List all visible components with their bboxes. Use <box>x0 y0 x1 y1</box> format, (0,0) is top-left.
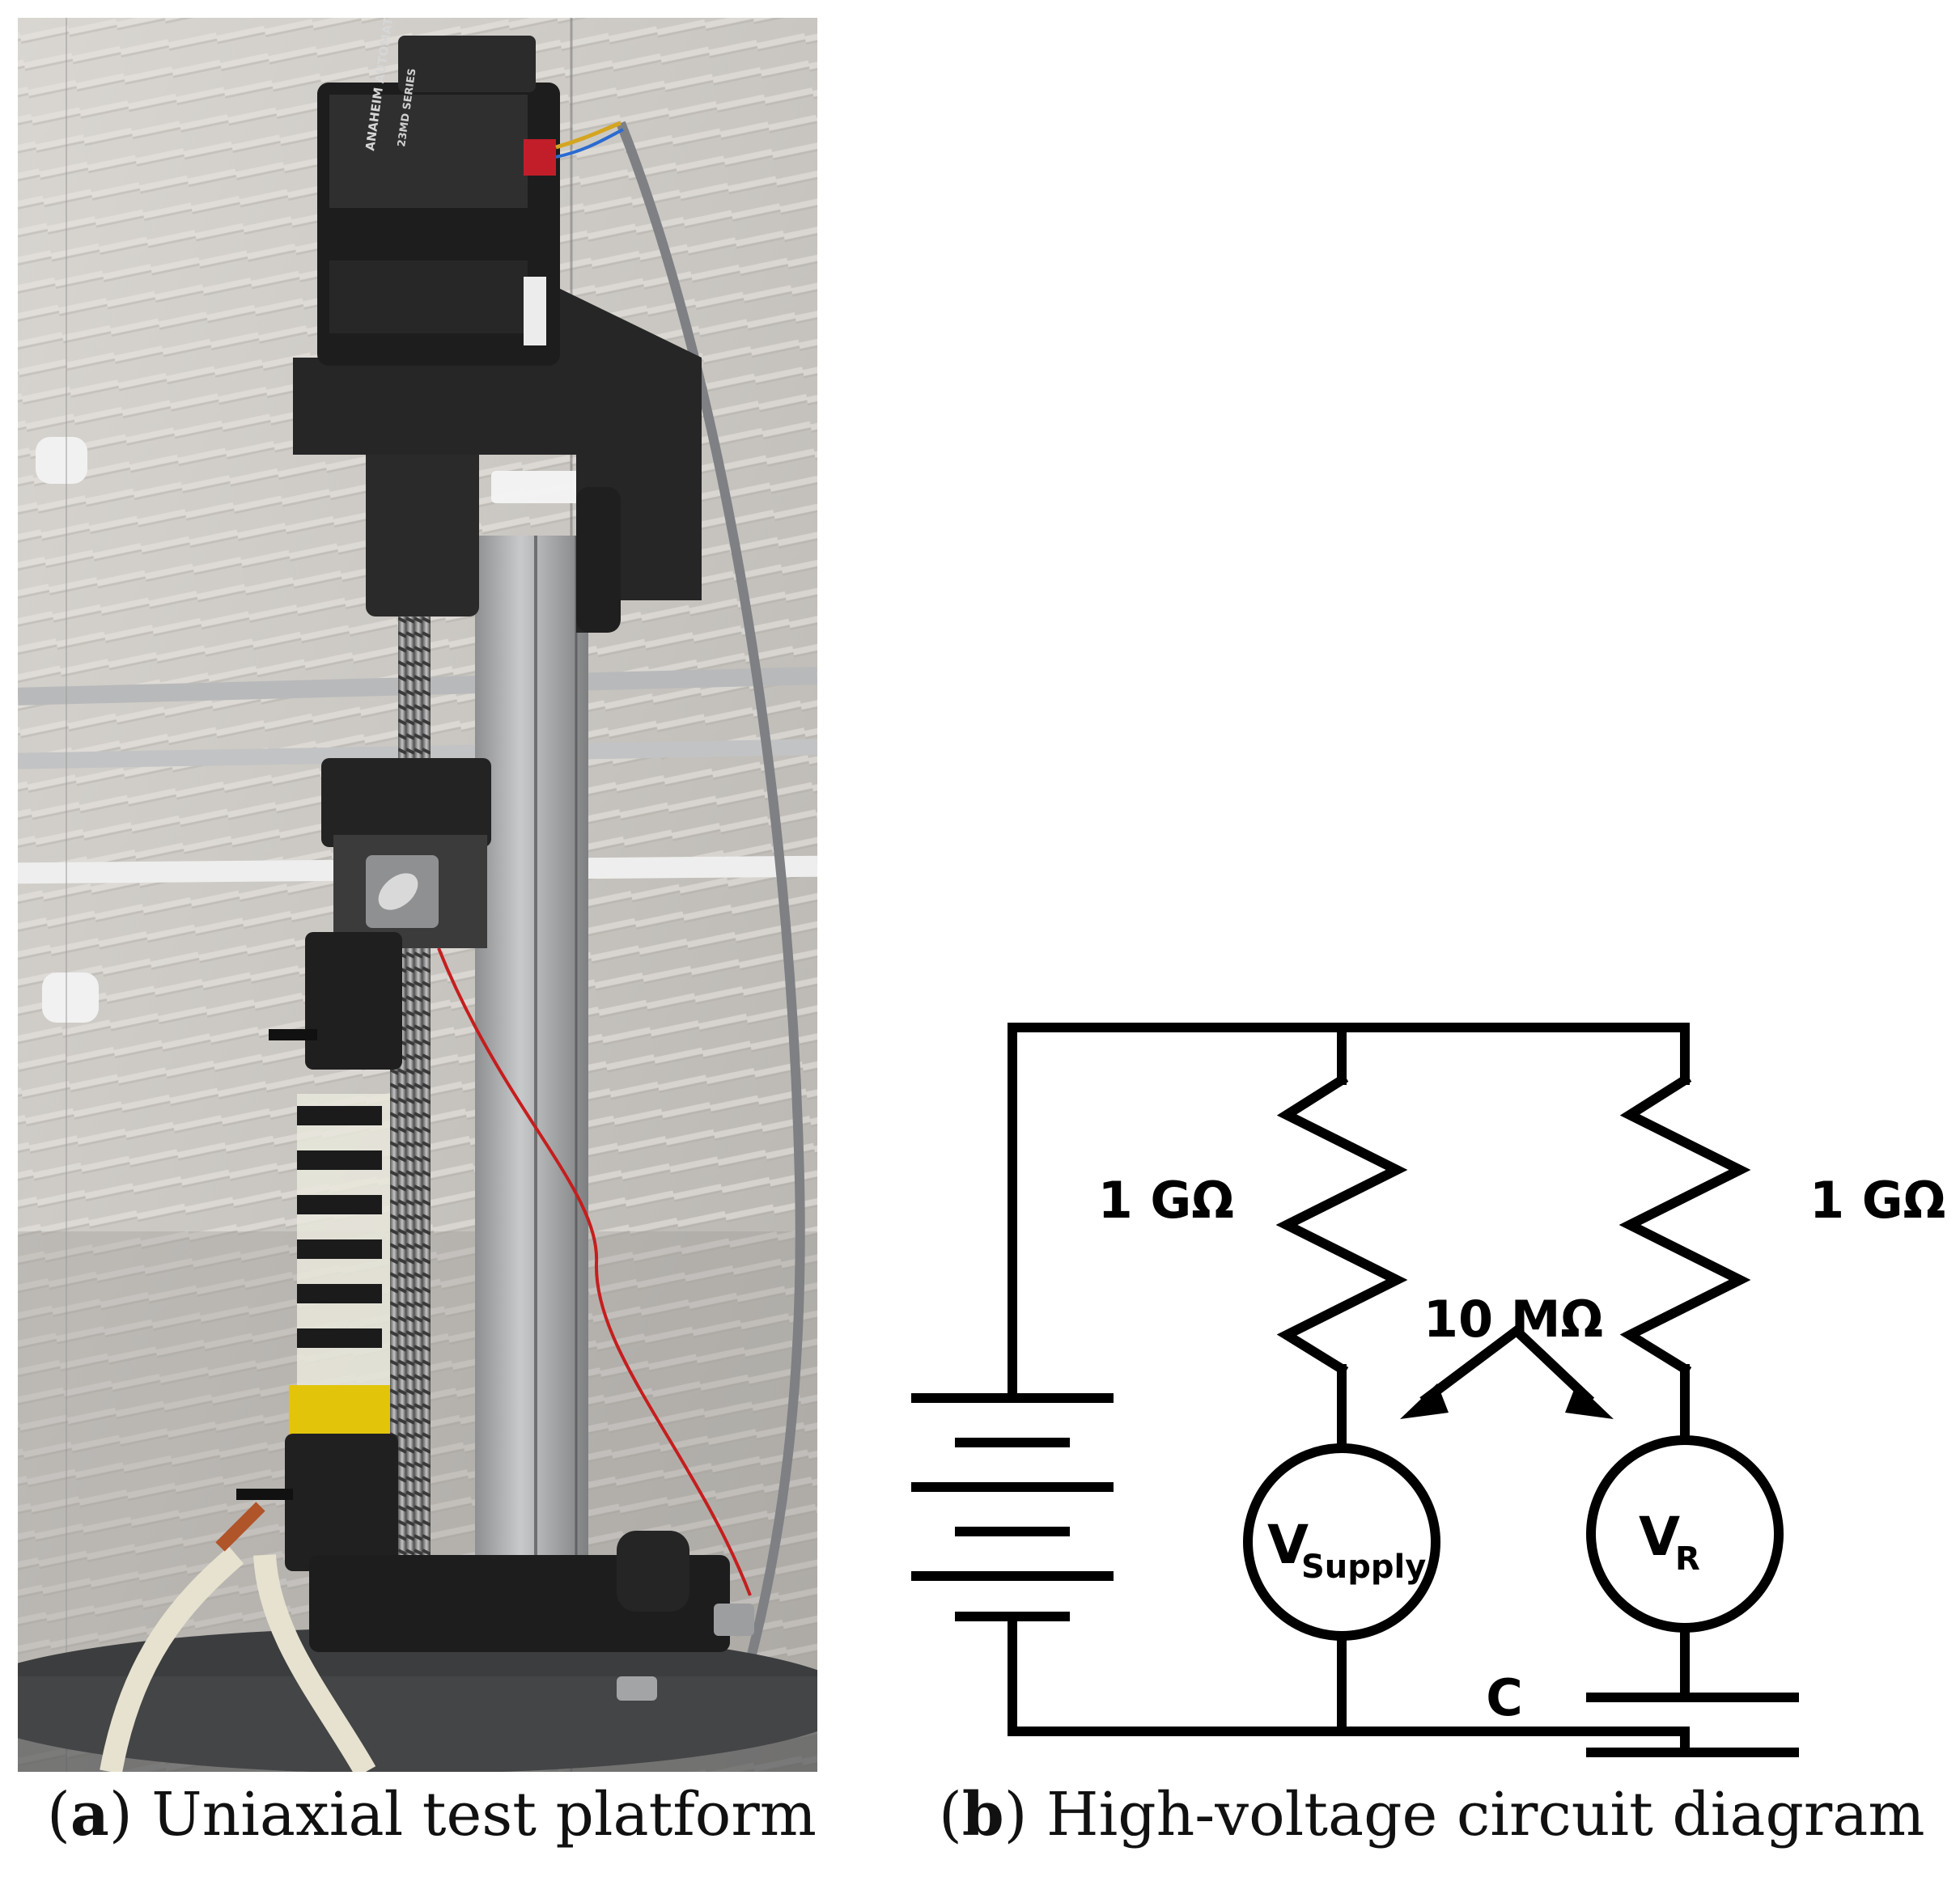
test-platform-illustration: ANAHEIM AUTOMATION 23MD SERIES <box>18 18 817 1772</box>
meter-r-label: V R <box>1639 1506 1700 1578</box>
copper-lead <box>215 1502 265 1552</box>
circuit-diagram: 1 GΩ 1 GΩ 10 MΩ C V Supply V R <box>882 955 1960 1764</box>
resistor-left <box>1275 1073 1408 1376</box>
resistor-right-label: 1 GΩ <box>1809 1171 1945 1230</box>
meter-r-sub: R <box>1675 1540 1700 1578</box>
meter-supply-main: V <box>1267 1514 1309 1576</box>
meter-supply-sub: Supply <box>1301 1549 1426 1586</box>
battery <box>911 1393 1114 1621</box>
lead-screw-upper <box>398 600 431 778</box>
caption-panel-a: (a) Uniaxial test platform <box>47 1780 817 1849</box>
caption-a-letter: a <box>70 1780 109 1849</box>
motor-wire-connector <box>524 139 556 176</box>
caption-panel-b: (b) High-voltage circuit diagram <box>939 1780 1925 1849</box>
grey-cable <box>616 121 805 1678</box>
caption-a-text: Uniaxial test platform <box>151 1780 817 1849</box>
lower-grip <box>285 1434 398 1571</box>
meter-resistance-label: 10 MΩ <box>1423 1290 1603 1349</box>
circuit-diagram-svg: 1 GΩ 1 GΩ 10 MΩ C V Supply V R <box>911 1023 1945 1757</box>
meter-supply-label: V Supply <box>1267 1514 1426 1586</box>
caption-b-text: High-voltage circuit diagram <box>1046 1780 1925 1849</box>
meter-r <box>1586 1435 1784 1633</box>
resistor-left-label: 1 GΩ <box>1098 1171 1234 1230</box>
white-cable <box>100 1546 244 1772</box>
carriage-block <box>321 758 491 847</box>
test-platform-photo: ANAHEIM AUTOMATION 23MD SERIES <box>18 18 817 1772</box>
wall-clip <box>42 972 99 1023</box>
aluminium-rail <box>475 536 588 1612</box>
white-cable <box>253 1554 376 1772</box>
meter-supply <box>1243 1443 1440 1641</box>
upper-grip <box>305 932 402 1070</box>
meter-r-main: V <box>1639 1506 1680 1568</box>
wall-clip <box>36 437 87 484</box>
specimen-electrodes <box>297 1106 382 1348</box>
red-wire <box>437 947 752 1596</box>
capacitor-label: C <box>1486 1668 1523 1727</box>
resistor-right <box>1618 1073 1751 1376</box>
capacitor <box>1586 1693 1799 1757</box>
meter-resistance-arrow <box>1400 1324 1614 1419</box>
caption-b-letter: b <box>961 1780 1004 1849</box>
